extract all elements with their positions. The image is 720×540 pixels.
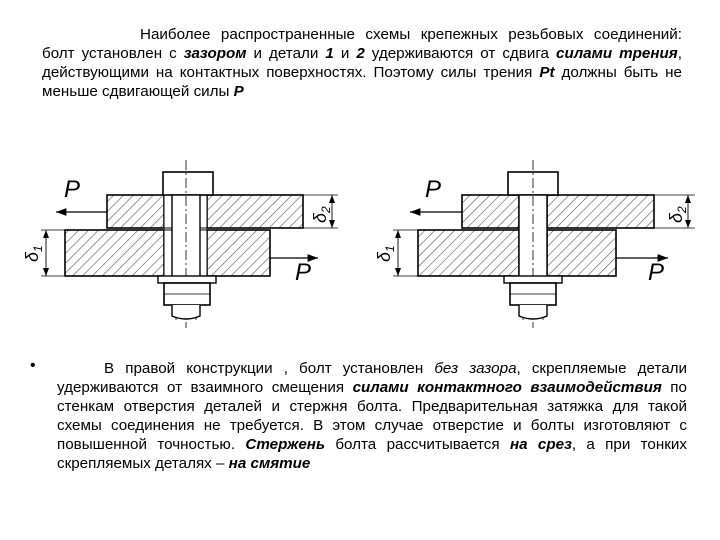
emphasis-contact-forces: силами контактного взаимодействия (352, 379, 662, 396)
right-delta1-label: δ1 (374, 245, 397, 262)
text-run: удерживаются от сдвига (364, 45, 556, 62)
symbol-pt: Pt (539, 64, 555, 81)
right-delta2-label: δ2 (666, 206, 689, 223)
emphasis-shank: Стержень (245, 436, 325, 453)
right-force-top-label: P (425, 176, 441, 203)
text-run: по стенкам отверстия деталей и стержня б… (57, 379, 687, 453)
bullet-marker: • (30, 357, 36, 374)
top-paragraph: Наиболее распространенные схемы крепежны… (42, 25, 682, 101)
left-bottom-plate (64, 229, 271, 277)
part-number-2: 2 (356, 45, 365, 62)
left-joint: P P δ1 δ2 (22, 160, 338, 328)
text-run: и детали (246, 45, 326, 62)
text-run: , действующими на контактных поверхностя… (42, 45, 682, 81)
left-force-top-label: P (64, 176, 80, 203)
text-run: должны быть не меньше сдвигающей силы (42, 64, 682, 100)
emphasis-gap: зазором (183, 45, 247, 62)
text-run: , скрепляемые детали удерживаются от вза… (57, 360, 687, 396)
text-run: и (333, 45, 357, 62)
left-top-plate (106, 194, 304, 229)
left-bolt-head (162, 171, 214, 196)
text-run: , а при тонких скрепляемых деталях – (57, 436, 687, 472)
right-force-bottom-label: P (648, 259, 664, 286)
right-bottom-plate (417, 229, 617, 277)
part-number-1: 1 (325, 45, 334, 62)
left-force-bottom-label: P (295, 259, 311, 286)
bolt-joint-diagram: P P δ1 δ2 (22, 160, 695, 328)
symbol-p: P (233, 83, 244, 100)
text-run: В правой конструкции , болт установлен (104, 360, 435, 377)
left-washer (157, 275, 217, 284)
left-delta2-label: δ2 (310, 206, 333, 223)
emphasis-shear: на срез (509, 436, 572, 453)
left-delta1-label: δ1 (22, 245, 45, 262)
right-top-plate (461, 194, 655, 229)
bottom-paragraph: В правой конструкции , болт установлен б… (57, 359, 687, 473)
emphasis-friction: силами трения (556, 45, 678, 62)
text-run: Наиболее распространенные схемы крепежны… (42, 26, 682, 62)
emphasis-bearing: на смятие (228, 455, 311, 472)
right-washer (503, 275, 563, 284)
right-joint: P P δ1 δ2 (374, 160, 695, 328)
text-run: болта рассчитывается (325, 436, 510, 453)
emphasis-no-gap: без зазора (434, 360, 517, 377)
